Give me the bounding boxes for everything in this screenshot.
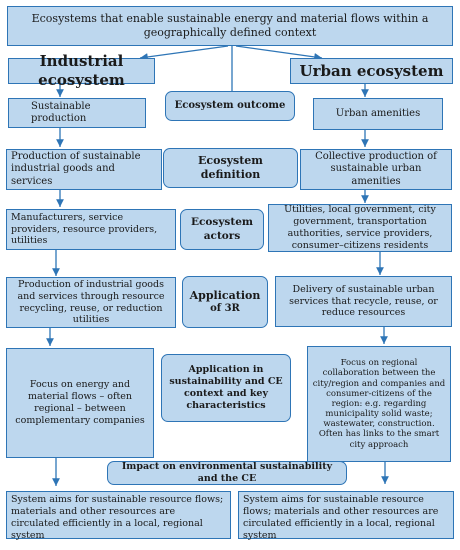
top-title-box: Ecosystems that enable sustainable energ… bbox=[7, 6, 453, 46]
right-definition-box: Collective production of sustainable urb… bbox=[300, 149, 452, 190]
center-characteristics-box: Application in sustainability and CE con… bbox=[161, 354, 291, 422]
left-impact-box: System aims for sustainable resource flo… bbox=[6, 491, 231, 541]
right-outcome-box: Urban amenities bbox=[313, 98, 443, 130]
right-impact-box: System aims for sustainable resource flo… bbox=[238, 491, 454, 541]
left-outcome-box: Sustainable production bbox=[8, 98, 146, 128]
center-impact-box: Impact on environmental sustainability a… bbox=[107, 461, 347, 485]
right-actors-box: Utilities, local government, city govern… bbox=[268, 204, 452, 252]
left-characteristics-box: Focus on energy and material flows – oft… bbox=[6, 348, 154, 458]
left-definition-box: Production of sustainable industrial goo… bbox=[6, 149, 162, 190]
center-definition-box: Ecosystem definition bbox=[163, 148, 298, 188]
right-application-box: Delivery of sustainable urban services t… bbox=[275, 276, 452, 327]
center-application-box: Application of 3R bbox=[182, 276, 268, 328]
center-outcome-box: Ecosystem outcome bbox=[165, 91, 295, 121]
industrial-ecosystem-header: Industrial ecosystem bbox=[8, 52, 155, 89]
left-actors-box: Manufacturers, service providers, resour… bbox=[6, 209, 176, 250]
left-application-box: Production of industrial goods and servi… bbox=[6, 277, 176, 328]
center-actors-box: Ecosystem actors bbox=[180, 209, 264, 250]
right-characteristics-box: Focus on regional collaboration between … bbox=[307, 346, 451, 462]
top-title: Ecosystems that enable sustainable energ… bbox=[31, 12, 429, 39]
urban-ecosystem-header: Urban ecosystem bbox=[290, 58, 453, 84]
